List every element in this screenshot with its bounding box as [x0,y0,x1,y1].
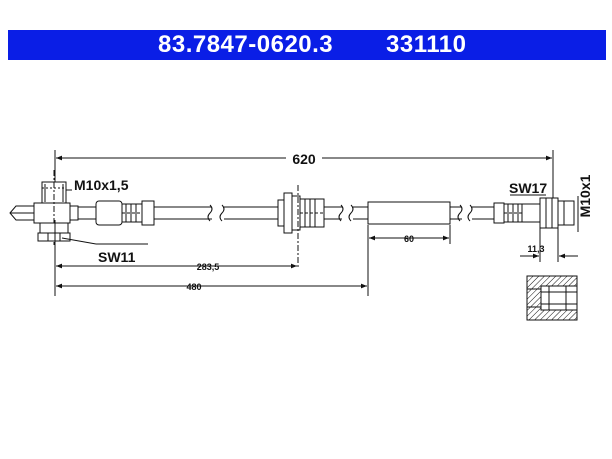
wrench-right-label: SW17 [509,180,547,196]
reference-number: 331110 [386,31,467,58]
left-banjo-fitting [9,170,155,245]
part-number: 83.7847-0620.3 [158,31,334,58]
dim-283-label: 283,5 [197,262,220,272]
total-length-label: 620 [292,151,316,167]
thread-left-label: M10x1,5 [74,177,129,193]
title-banner: 83.7847-0620.3 331110 [8,30,606,60]
middle-bracket-fitting [277,185,325,268]
protective-sleeve [367,201,451,225]
dim-480-label: 480 [186,282,201,292]
wrench-left-label: SW11 [98,249,136,265]
leader-sw11 [61,237,97,245]
hose-segment-1 [154,204,278,222]
thread-right-label: M10x1 [577,174,593,217]
hose-segment-2 [324,204,368,222]
right-female-fitting [493,197,575,229]
hose-segment-3 [450,204,494,222]
dim-11-label: 11,3 [527,244,544,254]
detail-section-view [526,275,578,321]
dim-60-label: 60 [404,234,414,244]
